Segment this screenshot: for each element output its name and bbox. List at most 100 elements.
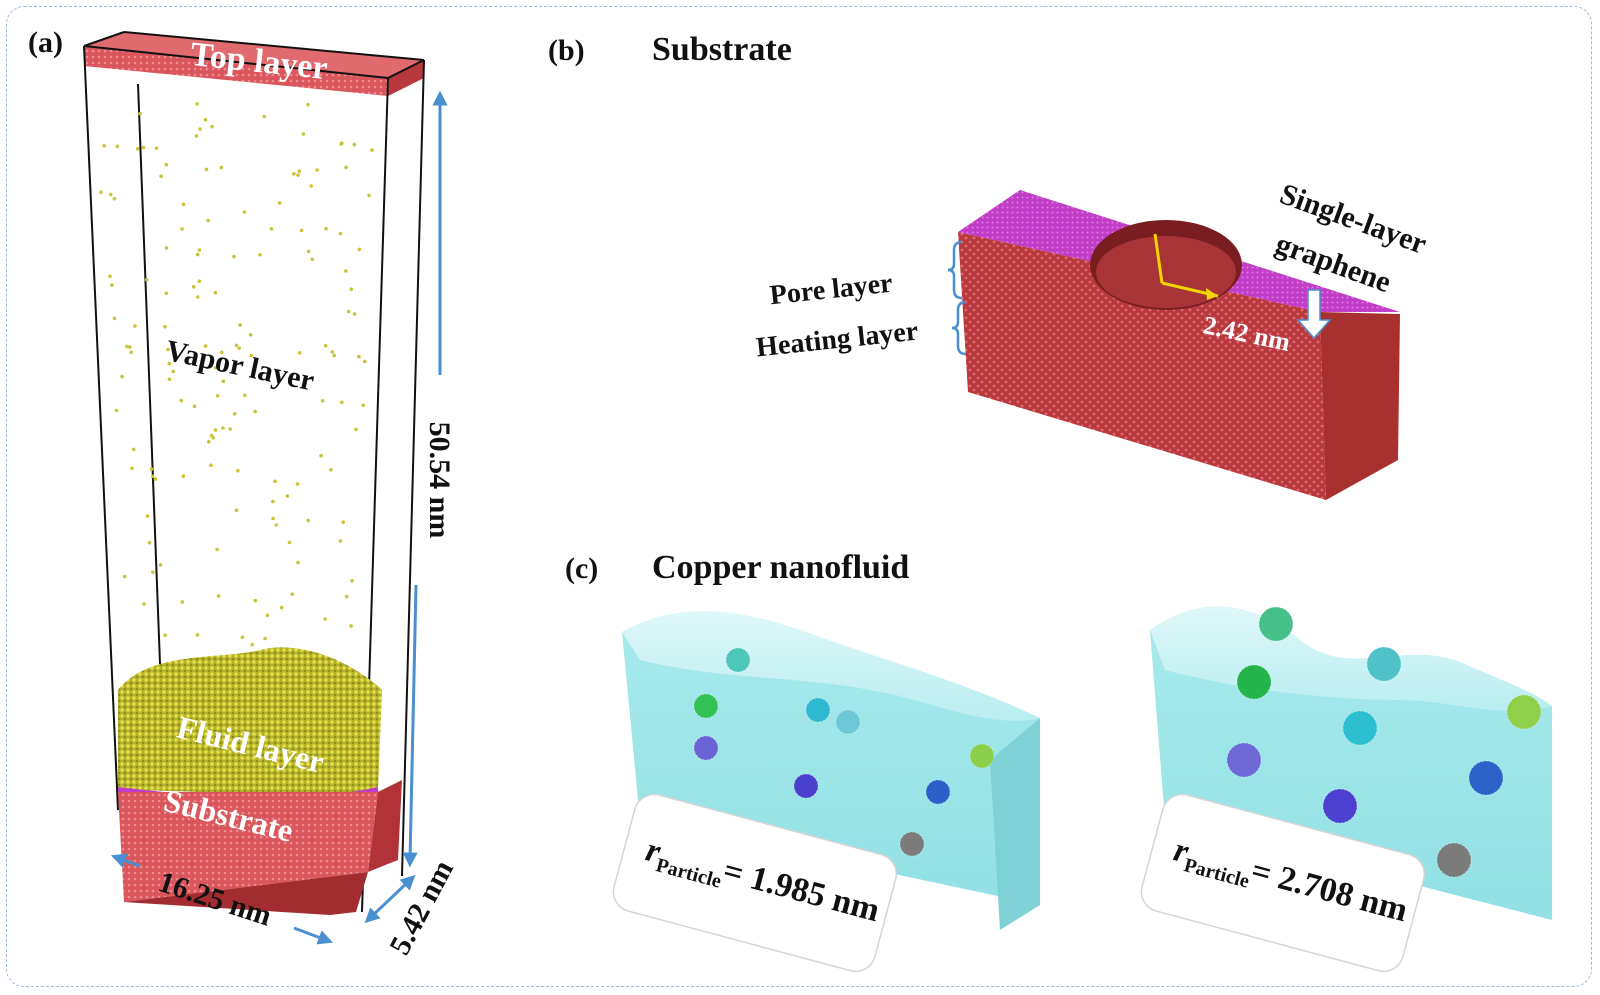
- vapor-molecule: [234, 508, 239, 512]
- vapor-molecule: [349, 624, 353, 628]
- vapor-molecule: [164, 291, 169, 296]
- copper-particles-right: [1226, 606, 1542, 878]
- vapor-molecule: [287, 540, 292, 545]
- vapor-molecule: [131, 447, 136, 452]
- vapor-molecule: [167, 377, 172, 382]
- panel-b: (b) Substrate 2.42 nm Pore layer Heating…: [548, 31, 1431, 500]
- vapor-molecule: [213, 428, 218, 432]
- top-layer-top-face: [84, 32, 424, 78]
- vapor-molecule: [120, 374, 124, 379]
- vapor-molecule: [295, 482, 300, 486]
- depth-arrow: [364, 874, 416, 924]
- vapor-molecule: [210, 124, 214, 129]
- vapor-molecule: [158, 563, 163, 567]
- vapor-molecule: [147, 540, 152, 545]
- vapor-molecule: [340, 400, 344, 405]
- vapor-molecule: [277, 201, 282, 205]
- vapor-molecule: [363, 359, 367, 364]
- vapor-molecule: [323, 617, 327, 621]
- vapor-molecule: [258, 253, 262, 257]
- vapor-molecule: [344, 165, 348, 170]
- vapor-molecule: [262, 114, 267, 119]
- vapor-molecule: [292, 172, 296, 176]
- height-arrow-lower: [402, 584, 418, 868]
- vapor-molecule: [341, 520, 346, 524]
- heating-layer-brace: [951, 300, 967, 356]
- vapor-molecule: [198, 127, 202, 131]
- panel-a-tag: (a): [28, 26, 63, 59]
- vapor-layer-label: Vapor layer: [163, 334, 317, 398]
- substrate-block-front: [958, 232, 1326, 500]
- vapor-molecule: [238, 323, 242, 327]
- height-dimension-label: 50.54 nm: [423, 422, 456, 539]
- vapor-molecule: [240, 635, 245, 640]
- vapor-molecule: [145, 514, 150, 518]
- vapor-molecule: [171, 369, 176, 374]
- vapor-molecule: [180, 600, 185, 604]
- vapor-molecule: [138, 111, 142, 116]
- vapor-molecule: [163, 324, 167, 329]
- vapor-molecule: [133, 324, 137, 328]
- vapor-molecule: [367, 193, 371, 198]
- copper-nanoparticle: [1236, 664, 1272, 700]
- vapor-molecule: [265, 613, 270, 618]
- vapor-molecule: [130, 466, 134, 471]
- vapor-molecule: [349, 287, 354, 292]
- vapor-molecule: [350, 578, 354, 583]
- substrate-block-side: [1320, 312, 1400, 500]
- vapor-molecule: [290, 592, 295, 596]
- vapor-molecule: [164, 246, 169, 250]
- copper-nanoparticle: [1468, 760, 1504, 796]
- vapor-molecule: [166, 347, 170, 352]
- vapor-molecule: [141, 145, 146, 150]
- top-layer-slab: [84, 46, 388, 96]
- vapor-molecule: [249, 353, 254, 358]
- vapor-molecule: [135, 147, 140, 151]
- radius-arrowhead: [1206, 288, 1218, 300]
- vapor-molecule: [361, 403, 366, 408]
- vapor-molecule: [179, 398, 184, 403]
- vapor-molecule: [203, 344, 208, 348]
- radius-card-left: rParticle= 1.985 nm: [612, 793, 898, 973]
- vapor-molecule: [306, 249, 311, 254]
- vapor-molecule: [370, 148, 374, 152]
- panel-a: (a) Top layer Vapor layer Fluid layer: [28, 26, 460, 960]
- vapor-molecule: [114, 408, 119, 413]
- vapor-molecule: [112, 196, 117, 201]
- substrate-front: [118, 792, 378, 902]
- vapor-molecule: [357, 354, 361, 359]
- vapor-molecule: [128, 345, 132, 349]
- copper-nanoparticle: [1506, 694, 1542, 730]
- panel-b-title: Substrate: [652, 31, 792, 68]
- vapor-molecule: [197, 279, 202, 284]
- vapor-molecule: [122, 574, 127, 579]
- vapor-molecule: [338, 231, 343, 236]
- vapor-molecule: [197, 248, 202, 252]
- vapor-molecule: [297, 169, 302, 174]
- vapor-molecule: [296, 560, 300, 565]
- copper-nanoparticle: [925, 779, 951, 805]
- radius-card-right: rParticle= 2.708 nm: [1140, 793, 1426, 973]
- copper-particles-left: [693, 647, 995, 857]
- depth-dimension-label: 5.42 nm: [383, 855, 460, 960]
- vapor-molecule: [234, 343, 239, 348]
- pore-layer-label: Pore layer: [768, 268, 894, 312]
- vapor-molecule: [271, 516, 275, 521]
- vapor-molecule: [273, 479, 277, 484]
- vapor-molecule: [319, 453, 323, 458]
- vapor-molecules: [99, 102, 374, 647]
- vapor-molecule: [242, 210, 247, 214]
- vapor-molecule: [306, 518, 311, 523]
- vapor-molecule: [288, 376, 292, 381]
- vapor-molecule: [228, 427, 232, 431]
- vapor-molecule: [213, 365, 218, 370]
- vapor-molecule: [274, 523, 279, 527]
- copper-nanoparticle: [835, 709, 861, 735]
- vapor-molecule: [271, 499, 275, 504]
- panel-c: (c) Copper nanofluid rParticle= 1.985 nm…: [565, 549, 1552, 973]
- vapor-molecule: [248, 333, 253, 337]
- fluid-layer-block: [118, 647, 382, 795]
- vapor-molecule: [195, 102, 199, 106]
- vapor-molecule: [237, 346, 241, 351]
